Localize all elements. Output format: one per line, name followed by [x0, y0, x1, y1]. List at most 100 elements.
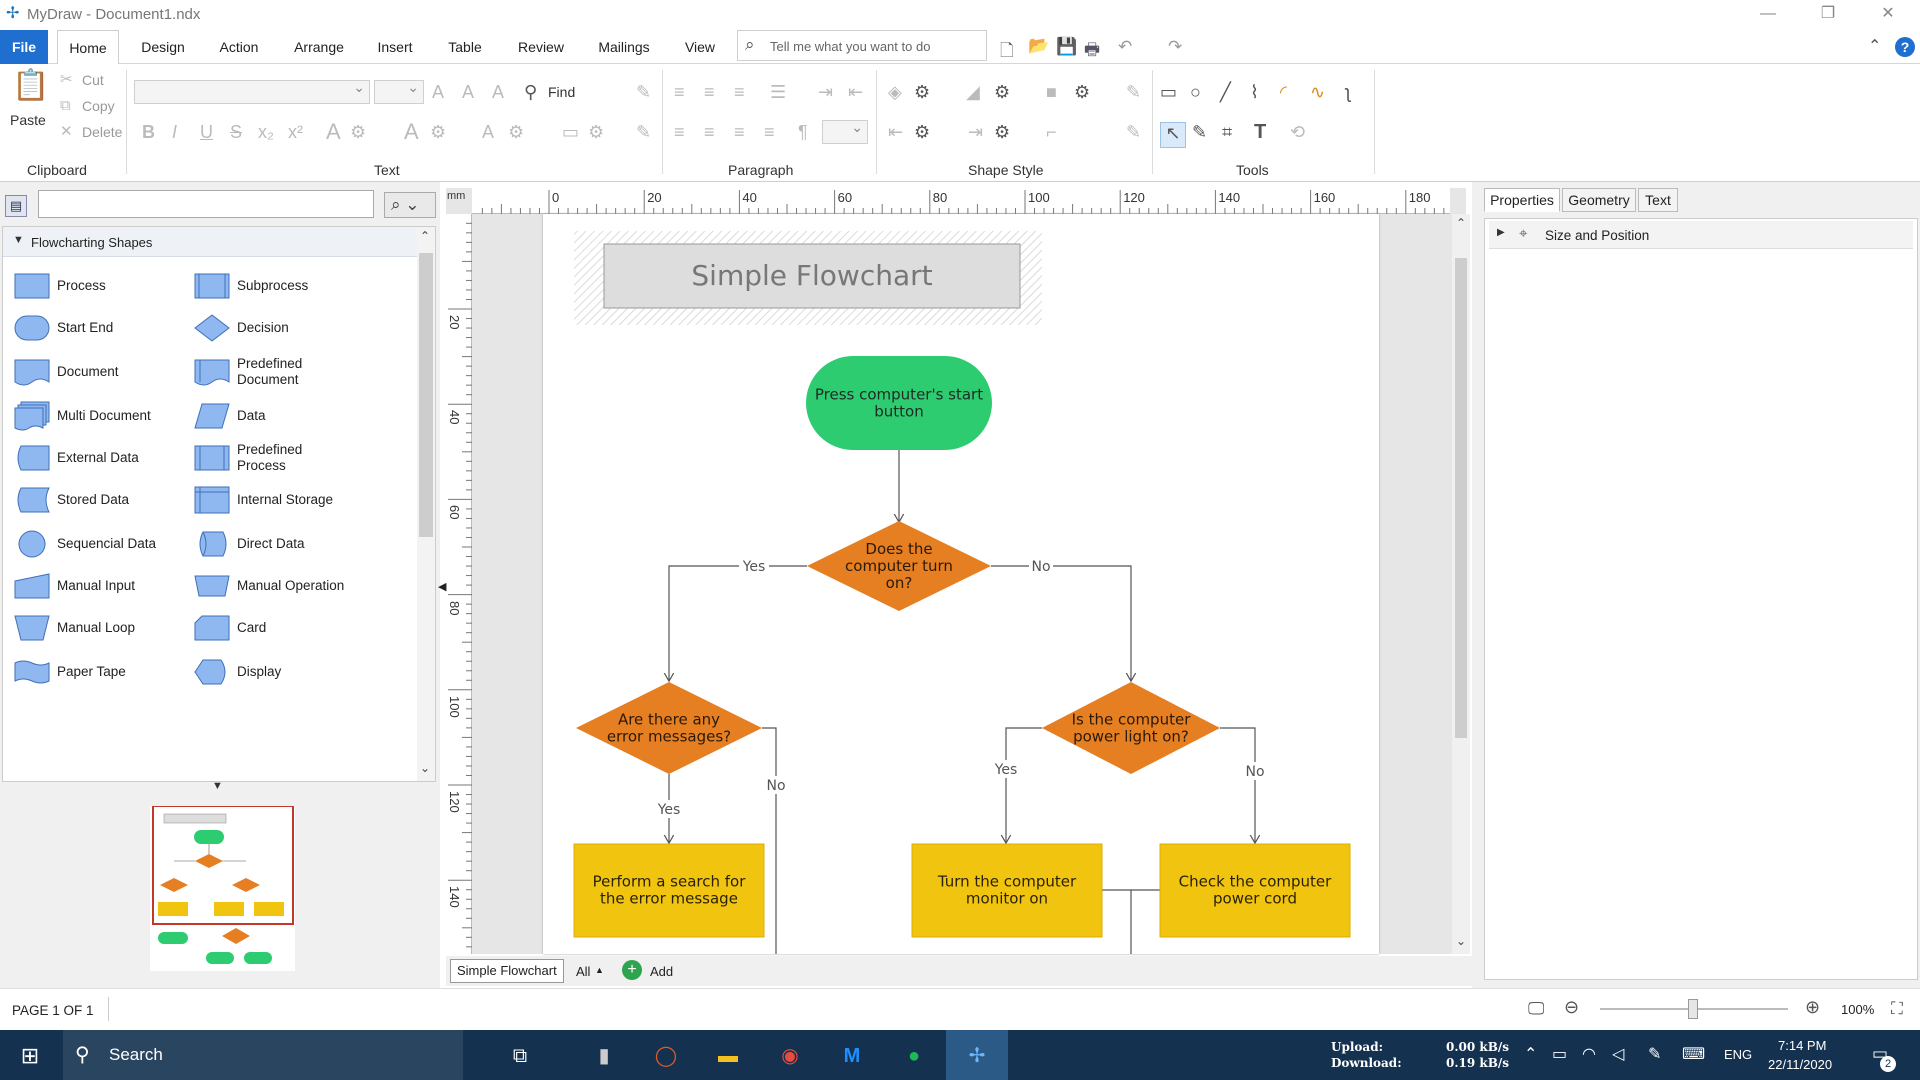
align-bottom-icon[interactable]: ≡: [734, 82, 745, 102]
shape-manual-loop[interactable]: Manual Loop: [3, 605, 183, 651]
tab-review[interactable]: Review: [518, 39, 564, 55]
line-begin-settings-icon[interactable]: ⚙: [914, 122, 931, 142]
shape-manual-input[interactable]: Manual Input: [3, 563, 183, 609]
fill-settings-icon[interactable]: ⚙: [914, 82, 931, 102]
redo-icon[interactable]: ↷: [1168, 37, 1183, 56]
shape-manual-operation[interactable]: Manual Operation: [183, 563, 363, 609]
zoom-slider-thumb[interactable]: [1688, 999, 1698, 1019]
font-family-select[interactable]: [134, 79, 370, 104]
minimize-button[interactable]: —: [1760, 5, 1776, 22]
paste-button[interactable]: Paste: [10, 112, 46, 128]
shape-search-input[interactable]: [38, 190, 374, 218]
fullscreen-icon[interactable]: ⛶: [1891, 999, 1903, 1018]
tab-properties[interactable]: Properties: [1484, 188, 1560, 212]
decision-error-messages[interactable]: [576, 682, 762, 774]
connector-tool-icon[interactable]: ⌗: [1222, 122, 1233, 142]
clear-icon[interactable]: ✎: [636, 122, 652, 142]
all-pages-button[interactable]: All: [576, 964, 591, 979]
line-tool-icon[interactable]: ╱: [1220, 82, 1231, 102]
category-header[interactable]: ▼ Flowcharting Shapes: [3, 227, 417, 257]
shrink-font-icon[interactable]: A: [462, 82, 475, 102]
clear-format-icon[interactable]: A: [492, 82, 505, 102]
tab-insert[interactable]: Insert: [377, 39, 413, 55]
text-highlight-icon[interactable]: A: [482, 122, 495, 142]
shape-card[interactable]: Card: [183, 605, 363, 651]
bold-icon[interactable]: B: [142, 122, 155, 142]
clock-time[interactable]: 7:14 PM: [1778, 1038, 1827, 1053]
align-middle-icon[interactable]: ≡: [704, 82, 715, 102]
paste-icon[interactable]: 📋: [12, 69, 50, 102]
text-tool-icon[interactable]: T: [1254, 121, 1267, 143]
collapse-left-panel-icon[interactable]: ◀: [438, 581, 447, 593]
pen-icon[interactable]: ✎: [1648, 1046, 1662, 1063]
shadow-settings-icon[interactable]: ⚙: [1074, 82, 1091, 102]
style-painter-icon[interactable]: ✎: [1126, 122, 1142, 142]
undo-icon[interactable]: ↶: [1118, 37, 1133, 56]
shape-paper-tape[interactable]: Paper Tape: [3, 649, 183, 695]
add-page-icon[interactable]: +: [622, 960, 642, 980]
size-position-row[interactable]: ▶ ⌖ Size and Position: [1489, 221, 1913, 249]
line-end-icon[interactable]: ⇥: [968, 122, 984, 142]
library-icon[interactable]: ▤: [5, 195, 27, 217]
increase-indent-icon[interactable]: ⇥: [818, 82, 834, 102]
bullets-icon[interactable]: ☰: [770, 82, 787, 102]
align-left-icon[interactable]: ≡: [674, 122, 685, 142]
zoom-out-icon[interactable]: ⊖: [1564, 997, 1580, 1017]
fit-page-icon[interactable]: 🖵: [1528, 999, 1545, 1018]
justify-icon[interactable]: ≡: [764, 122, 775, 142]
format-painter-icon[interactable]: ✎: [636, 82, 652, 102]
copy-button[interactable]: Copy: [82, 98, 115, 114]
opera-icon[interactable]: ◯: [654, 1045, 678, 1067]
shadow-icon[interactable]: ■: [1046, 82, 1057, 102]
shape-list-scrollbar[interactable]: ⌃ ⌄: [417, 227, 435, 781]
line-begin-icon[interactable]: ⇤: [888, 122, 904, 142]
chrome-icon[interactable]: ◉: [781, 1045, 799, 1067]
shape-predefined-process[interactable]: Predefined Process: [183, 435, 363, 481]
drawing-page[interactable]: Simple Flowchart Yes No No Yes Yes No Pr…: [543, 214, 1379, 954]
shape-search-button[interactable]: ⌕ ⌄: [384, 192, 436, 218]
collapse-ribbon-icon[interactable]: ⌃: [1868, 38, 1882, 55]
font-settings-icon[interactable]: ⚙: [350, 122, 367, 142]
close-button[interactable]: ✕: [1881, 5, 1895, 22]
subscript-icon[interactable]: x₂: [258, 122, 274, 142]
strikethrough-icon[interactable]: S: [230, 122, 243, 142]
shape-predefined-document[interactable]: Predefined Document: [183, 349, 363, 395]
align-right-icon[interactable]: ≡: [734, 122, 745, 142]
text-box-settings-icon[interactable]: ⚙: [588, 122, 605, 142]
tab-action[interactable]: Action: [219, 39, 259, 55]
help-icon[interactable]: ?: [1895, 37, 1915, 57]
italic-icon[interactable]: I: [172, 122, 178, 142]
page-tab-simple-flowchart[interactable]: Simple Flowchart: [450, 959, 564, 983]
add-page-button[interactable]: Add: [650, 964, 674, 979]
cut-button[interactable]: Cut: [82, 72, 104, 88]
language-indicator[interactable]: ENG: [1724, 1047, 1753, 1062]
malwarebytes-icon[interactable]: M: [843, 1045, 861, 1067]
tab-home[interactable]: Home: [57, 30, 119, 65]
lasso-tool-icon[interactable]: ⟲: [1290, 122, 1306, 142]
font-color-icon[interactable]: A: [326, 119, 341, 144]
task-view-icon[interactable]: ⧉: [512, 1045, 528, 1067]
open-folder-icon[interactable]: 📂: [1028, 36, 1050, 55]
line-style-icon[interactable]: ◢: [966, 82, 980, 102]
zoom-level[interactable]: 100%: [1841, 1002, 1875, 1017]
ellipse-tool-icon[interactable]: ○: [1190, 82, 1201, 102]
tab-design[interactable]: Design: [141, 39, 185, 55]
rectangle-tool-icon[interactable]: ▭: [1160, 82, 1178, 102]
shape-process[interactable]: Process: [3, 263, 183, 309]
text-effect-settings-icon[interactable]: ⚙: [430, 122, 447, 142]
decision-power-light[interactable]: [1042, 682, 1220, 774]
keyboard-icon[interactable]: ⌨: [1682, 1046, 1706, 1063]
line-end-settings-icon[interactable]: ⚙: [994, 122, 1011, 142]
paragraph-mark-icon[interactable]: ¶: [798, 122, 808, 142]
wifi-icon[interactable]: ◠: [1582, 1046, 1596, 1063]
taskbar-search[interactable]: ⚲ Search: [63, 1030, 463, 1080]
align-center-icon[interactable]: ≡: [704, 122, 715, 142]
decision-computer-turn-on[interactable]: [807, 521, 991, 611]
underline-icon[interactable]: U: [200, 122, 213, 142]
tab-text[interactable]: Text: [1638, 188, 1678, 212]
font-size-select[interactable]: [374, 79, 424, 104]
tab-geometry[interactable]: Geometry: [1562, 188, 1636, 212]
tell-me-search[interactable]: ⌕ Tell me what you want to do: [737, 30, 987, 61]
